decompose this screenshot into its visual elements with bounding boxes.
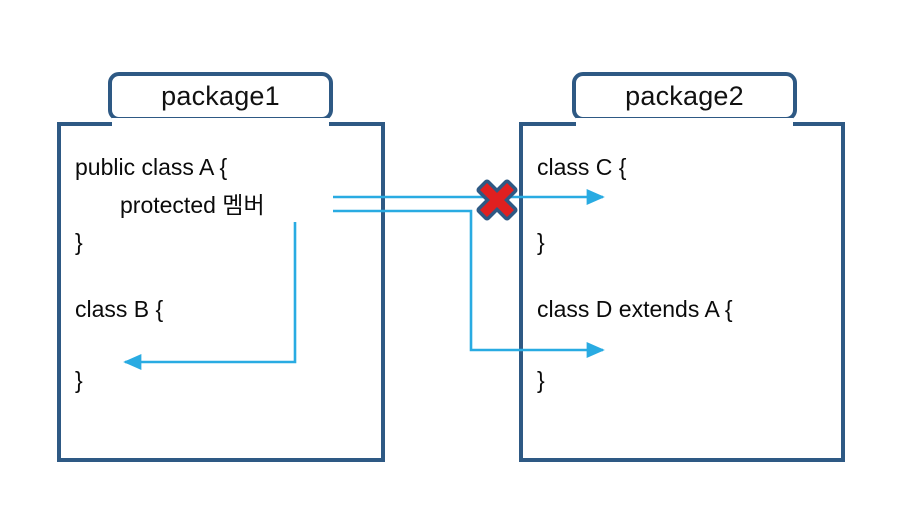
package1-line-class-b-close: }	[75, 367, 83, 393]
package2-tab-label: package2	[625, 81, 744, 111]
package1-tab-label: package1	[161, 81, 280, 111]
package2-tab[interactable]: package2	[572, 72, 797, 121]
package1-tab-notch	[112, 118, 329, 126]
package2-line-class-c-close: }	[537, 229, 545, 255]
package1-tab[interactable]: package1	[108, 72, 333, 121]
package2-line-class-c-open: class C {	[537, 154, 627, 180]
package1-line-class-a-open: public class A {	[75, 154, 228, 180]
package1-line-class-a-close: }	[75, 229, 83, 255]
package2-tab-notch	[576, 118, 793, 126]
package2-line-class-d-close: }	[537, 367, 545, 393]
package1-line-class-b-open: class B {	[75, 296, 164, 322]
package1-line-protected-member: protected 멤버	[120, 192, 265, 218]
blocked-access-x-icon	[476, 179, 518, 221]
package2-line-class-d-open: class D extends A {	[537, 296, 733, 322]
